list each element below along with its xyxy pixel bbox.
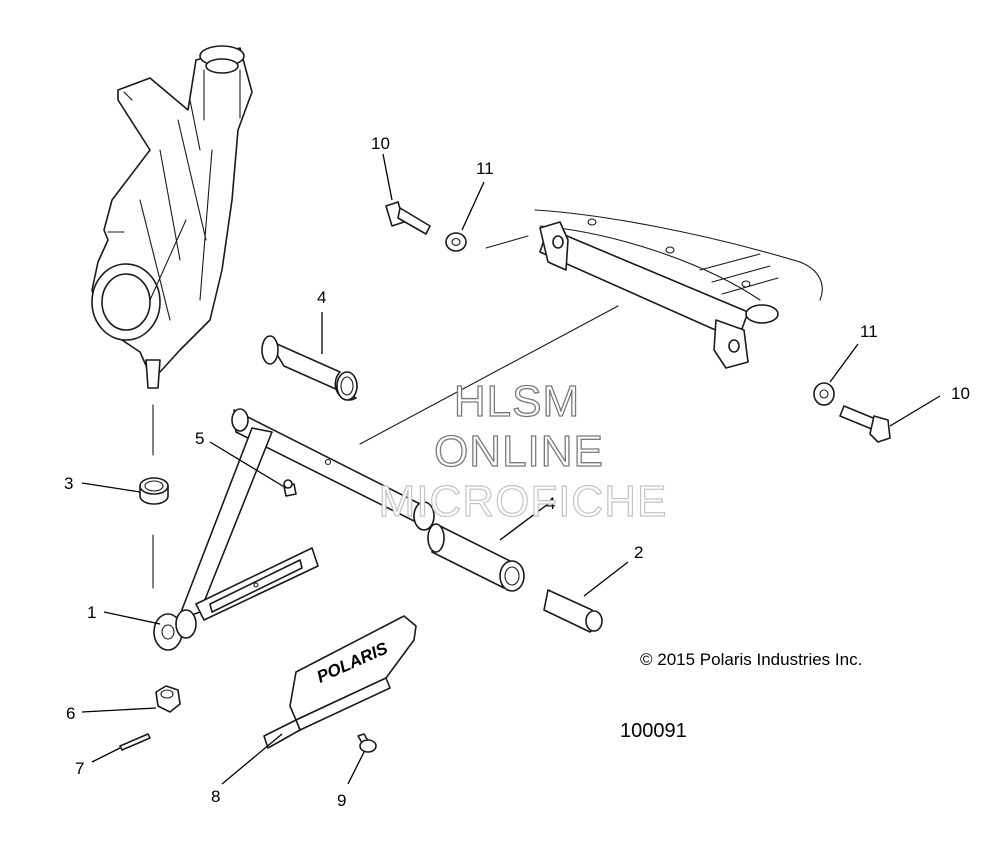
grease-fitting-5 bbox=[283, 479, 297, 497]
a-arm-1 bbox=[153, 408, 435, 651]
watermark-line-1: HLSM bbox=[454, 377, 580, 426]
a-arm-guard-8: POLARIS bbox=[263, 615, 417, 749]
washer-11-lower bbox=[813, 382, 835, 406]
watermark: HLSM ONLINE MICROFICHE bbox=[378, 376, 668, 526]
callout-11-upper: 11 bbox=[476, 159, 494, 178]
callout-1: 1 bbox=[87, 603, 96, 622]
frame-crossmember bbox=[534, 209, 823, 369]
callout-6: 6 bbox=[66, 704, 75, 723]
callout-9: 9 bbox=[337, 791, 346, 810]
callout-8: 8 bbox=[211, 787, 220, 806]
callout-4-lower: 4 bbox=[546, 494, 555, 513]
leader-lines bbox=[81, 153, 941, 785]
callout-2: 2 bbox=[634, 543, 643, 562]
nut-6 bbox=[155, 685, 181, 713]
callout-4-upper: 4 bbox=[317, 288, 326, 307]
callout-10-upper: 10 bbox=[371, 134, 390, 153]
callout-5: 5 bbox=[195, 429, 204, 448]
sleeve-2 bbox=[543, 589, 603, 633]
steering-knuckle bbox=[91, 45, 253, 389]
callout-11-lower: 11 bbox=[860, 322, 878, 341]
bolt-10-upper bbox=[385, 201, 431, 235]
copyright-notice: © 2015 Polaris Industries Inc. bbox=[640, 650, 863, 669]
callout-10-lower: 10 bbox=[951, 384, 970, 403]
watermark-line-3: MICROFICHE bbox=[379, 477, 668, 526]
figure-number: 100091 bbox=[620, 720, 687, 742]
bolt-10-lower bbox=[839, 405, 891, 443]
washer-11-upper bbox=[445, 232, 467, 252]
screw-9 bbox=[357, 733, 377, 753]
pivot-tube-4-upper bbox=[261, 335, 358, 401]
callout-7: 7 bbox=[75, 759, 84, 778]
watermark-line-2: ONLINE bbox=[434, 427, 604, 476]
bushing-3 bbox=[139, 477, 169, 505]
cotter-pin-7 bbox=[119, 733, 151, 751]
callout-3: 3 bbox=[64, 474, 73, 493]
pivot-tube-4-lower bbox=[427, 523, 525, 592]
